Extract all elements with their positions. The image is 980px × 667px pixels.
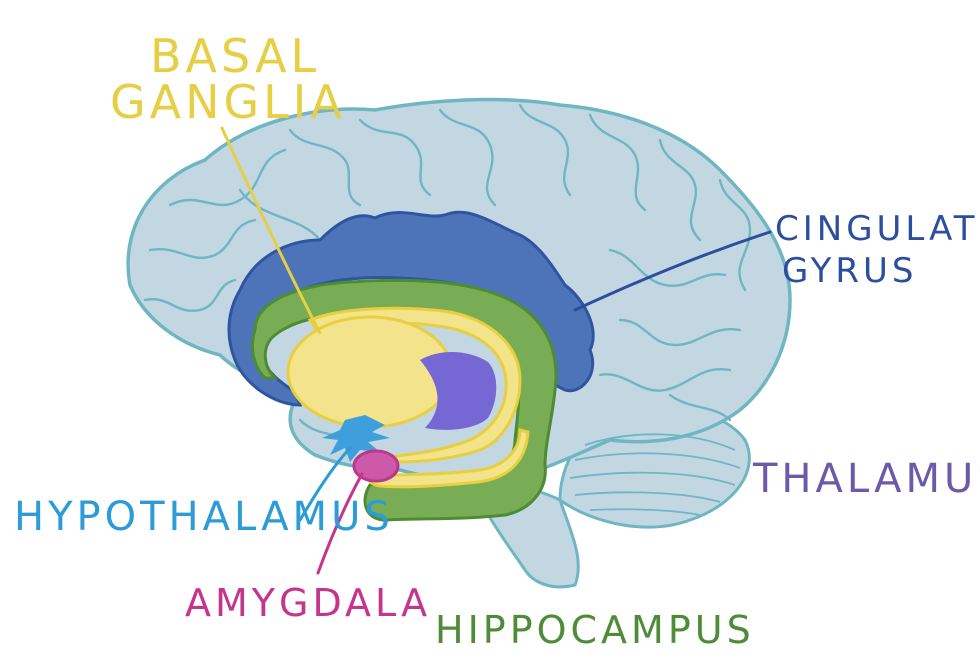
amygdala-label: AMYGDALA — [185, 581, 431, 625]
thalamus-label: THALAMUS — [752, 456, 980, 502]
basal-ganglia-label-line1: BASAL — [150, 29, 320, 83]
cingulate-gyrus-leader — [573, 230, 772, 312]
cerebellum-folds — [569, 433, 741, 516]
hippocampus-label: HIPPOCAMPUS — [435, 608, 755, 652]
amygdala-region — [352, 449, 400, 483]
leader-lines — [220, 126, 772, 575]
thalamus-region — [420, 351, 497, 430]
labels: BASAL GANGLIA CINGULATE GYRUS THALAMUS H… — [14, 29, 980, 652]
basal-ganglia-body — [286, 315, 454, 429]
amygdala-leader — [316, 472, 364, 575]
basal-ganglia-tail — [307, 306, 530, 489]
basal-ganglia-label-line2: GANGLIA — [110, 75, 346, 129]
cingulate-gyrus-label-line2: GYRUS — [782, 251, 918, 291]
cingulate-gyrus-label-line1: CINGULATE — [775, 209, 980, 249]
hypothalamus-leader — [298, 446, 352, 522]
basal-ganglia-leader — [220, 126, 322, 335]
hypothalamus-label: HYPOTHALAMUS — [14, 494, 394, 540]
